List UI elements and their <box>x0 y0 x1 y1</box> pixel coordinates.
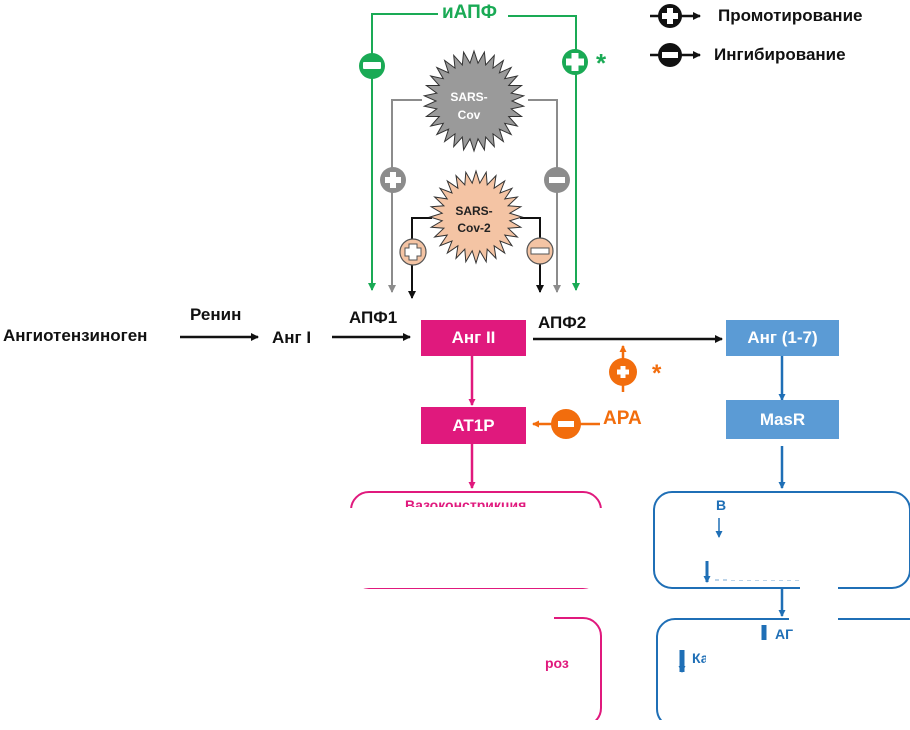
blue-effect-text-1: Вазодилатация <box>716 498 726 512</box>
legend-inhibition-symbol <box>650 43 701 67</box>
ace1-label: АПФ1 <box>349 308 398 327</box>
ace-inhibitor-minus-icon <box>359 53 385 79</box>
sars-cov-label-line2: Cov <box>457 108 481 122</box>
renin-label: Ренин <box>190 305 242 324</box>
ace-inhibitor-connector <box>368 13 580 291</box>
sars-cov-minus-icon <box>544 167 570 193</box>
ace-inhibitor-label: иАПФ <box>442 2 498 23</box>
occlusion-pink-1 <box>346 508 602 588</box>
sars-cov-2-minus-icon <box>526 237 554 265</box>
at1r-box: AT1P <box>421 407 526 444</box>
pink-effect-text-1: Вазоконстрикция <box>405 498 527 507</box>
sars-cov-2-plus-icon <box>399 238 427 266</box>
arb-label: APA <box>603 408 642 429</box>
sars-cov-2-connector <box>408 217 544 299</box>
ang2-box: Анг II <box>421 320 526 356</box>
sars-cov-virus-icon <box>422 49 526 153</box>
blue-effect-text-2b: Ка <box>692 651 706 666</box>
sars-cov-connector <box>388 99 561 293</box>
occlusion-blue-1 <box>727 500 841 580</box>
sars-cov-2-label-line1: SARS- <box>455 204 493 218</box>
angiotensinogen-label: Ангиотензиноген <box>3 326 148 345</box>
sars-cov-label-line1: SARS- <box>450 90 488 104</box>
sars-cov-2-label-line2: Cov-2 <box>457 221 491 236</box>
ang17-box: Анг (1-7) <box>726 320 839 356</box>
arb-inhibition-symbol <box>532 409 600 439</box>
occlusion-pink-2 <box>346 600 554 730</box>
occlusion-blue-4 <box>789 618 819 648</box>
ace-inhibitor-plus-icon <box>562 49 588 75</box>
legend-promotion-symbol <box>650 4 701 28</box>
sars-cov-plus-icon <box>380 167 406 193</box>
ace-inhibitor-asterisk: * <box>596 48 607 78</box>
ang1-label: Анг I <box>272 328 312 347</box>
occlusion-blue-2 <box>800 582 838 622</box>
blue-effect-text-2a: АГ <box>775 627 794 641</box>
ace2-asterisk: * <box>652 360 662 387</box>
blue-effects-box-1 <box>653 491 910 589</box>
ace2-promotion-symbol <box>609 345 637 392</box>
legend-promotion-label: Промотирование <box>718 6 863 25</box>
sars-cov-label: SARS- Cov <box>449 88 489 124</box>
sars-cov-2-virus-icon <box>428 169 524 265</box>
ace2-label: АПФ2 <box>538 313 587 332</box>
legend-inhibition-label: Ингибирование <box>714 45 846 64</box>
pink-effect-text-2: роз <box>545 655 569 671</box>
sars-cov-2-label: SARS- Cov-2 <box>450 203 498 238</box>
occlusion-blue-3 <box>708 640 910 730</box>
masr-box: MasR <box>726 400 839 439</box>
